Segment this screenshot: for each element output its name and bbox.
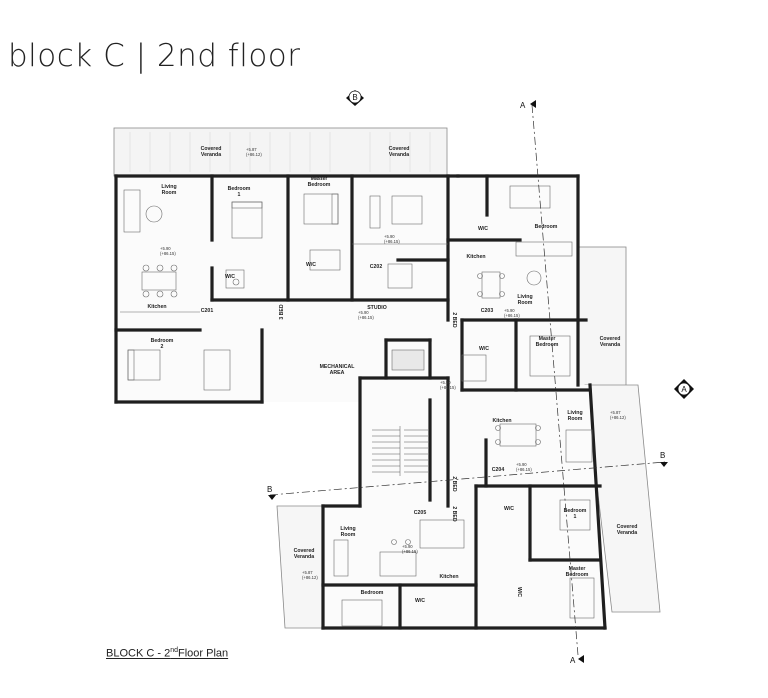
marker-b-left-label: B — [267, 485, 272, 494]
unit-tag: 2 BED — [451, 506, 457, 522]
room-label: W/C — [516, 587, 522, 597]
veranda-hatch — [129, 132, 431, 172]
page-title: block C | 2nd floor — [8, 38, 301, 74]
svg-text:(+86.15): (+86.15) — [402, 549, 418, 554]
marker-a-bottom-label: A — [570, 656, 576, 665]
svg-text:(+86.12): (+86.12) — [610, 415, 626, 420]
unit-tag: 2 BED — [451, 312, 457, 328]
svg-text:(+86.15): (+86.15) — [504, 313, 520, 318]
section-marker-a-top: A — [520, 100, 536, 110]
room-label: C205 — [414, 510, 427, 516]
level-marker: +5.90(+86.15) — [160, 246, 176, 256]
section-marker-b-right: B — [660, 451, 668, 467]
svg-text:+5.87: +5.87 — [302, 570, 313, 575]
room-label: W/C — [306, 262, 316, 268]
room-label: C201 — [201, 308, 214, 314]
svg-text:(+86.15): (+86.15) — [358, 315, 374, 320]
svg-text:(+86.15): (+86.15) — [440, 385, 456, 390]
room-label: Kitchen — [147, 304, 166, 310]
section-marker-b-top: B — [346, 90, 364, 106]
svg-text:+5.87: +5.87 — [610, 410, 621, 415]
svg-text:+5.90: +5.90 — [504, 308, 515, 313]
level-marker: +5.90(+86.15) — [516, 462, 532, 472]
section-lines — [269, 104, 666, 656]
marker-a-top-label: A — [520, 101, 526, 110]
room-label: W/C — [504, 506, 514, 512]
room-label: Bedroom — [361, 590, 384, 596]
caption-sup: nd — [170, 647, 178, 654]
section-marker-a-bottom: A — [570, 655, 584, 665]
level-marker: +5.90(+86.15) — [384, 234, 400, 244]
caption-suffix: Floor Plan — [177, 647, 229, 660]
room-label: C204 — [492, 467, 505, 473]
svg-text:+5.90: +5.90 — [160, 246, 171, 251]
walls — [114, 174, 607, 630]
level-marker: +5.87(+86.12) — [610, 410, 626, 420]
level-marker: +5.90(+86.15) — [402, 544, 418, 554]
svg-text:(+86.12): (+86.12) — [246, 152, 262, 157]
unit-tag: 2 BED — [451, 476, 457, 492]
caption-prefix: BLOCK C - 2 — [106, 647, 171, 660]
section-marker-b-left: B — [267, 485, 276, 500]
stair-treads — [372, 426, 428, 476]
room-label: Bedroom — [535, 224, 558, 230]
marker-a-right-label: A — [681, 385, 687, 394]
svg-text:(+86.15): (+86.15) — [384, 239, 400, 244]
svg-text:+5.90: +5.90 — [516, 462, 527, 467]
svg-text:+5.87: +5.87 — [246, 147, 257, 152]
room-label: C202 — [370, 264, 383, 270]
level-marker: +5.87(+86.12) — [302, 570, 318, 580]
plan-caption: BLOCK C - 2ndFloor Plan — [106, 647, 228, 660]
level-marker: +5.90(+86.15) — [504, 308, 520, 318]
room-label: W/C — [479, 346, 489, 352]
room-label: W/C — [225, 274, 235, 280]
section-marker-a-right: A — [674, 379, 694, 399]
unit-tag: 3 BED — [279, 304, 285, 320]
furniture-lower — [333, 423, 595, 627]
veranda-outlines — [113, 127, 661, 629]
room-label: Kitchen — [466, 254, 485, 260]
svg-text:+5.90: +5.90 — [440, 380, 451, 385]
room-label: STUDIO — [367, 305, 387, 311]
room-label: Kitchen — [492, 418, 511, 424]
room-label: W/C — [415, 598, 425, 604]
svg-text:+5.90: +5.90 — [402, 544, 413, 549]
furniture — [120, 185, 573, 391]
room-label: C203 — [481, 308, 494, 314]
unit-type-tags: 3 BED 2 BED 2 BED 2 BED — [279, 304, 457, 522]
svg-text:(+86.15): (+86.15) — [516, 467, 532, 472]
svg-text:+5.90: +5.90 — [384, 234, 395, 239]
level-marker: +5.90(+86.15) — [440, 380, 456, 390]
room-label: W/C — [478, 226, 488, 232]
marker-b-right-label: B — [660, 451, 665, 460]
level-marker: +5.87(+86.12) — [246, 147, 262, 157]
level-marker: +5.90(+86.15) — [358, 310, 374, 320]
svg-text:(+86.15): (+86.15) — [160, 251, 176, 256]
room-label: Kitchen — [439, 574, 458, 580]
svg-text:(+86.12): (+86.12) — [302, 575, 318, 580]
marker-b-top-label: B — [352, 93, 357, 102]
level-markers: +5.87(+86.12) +5.90(+86.15) +5.90(+86.15… — [160, 147, 626, 580]
svg-text:+5.90: +5.90 — [358, 310, 369, 315]
